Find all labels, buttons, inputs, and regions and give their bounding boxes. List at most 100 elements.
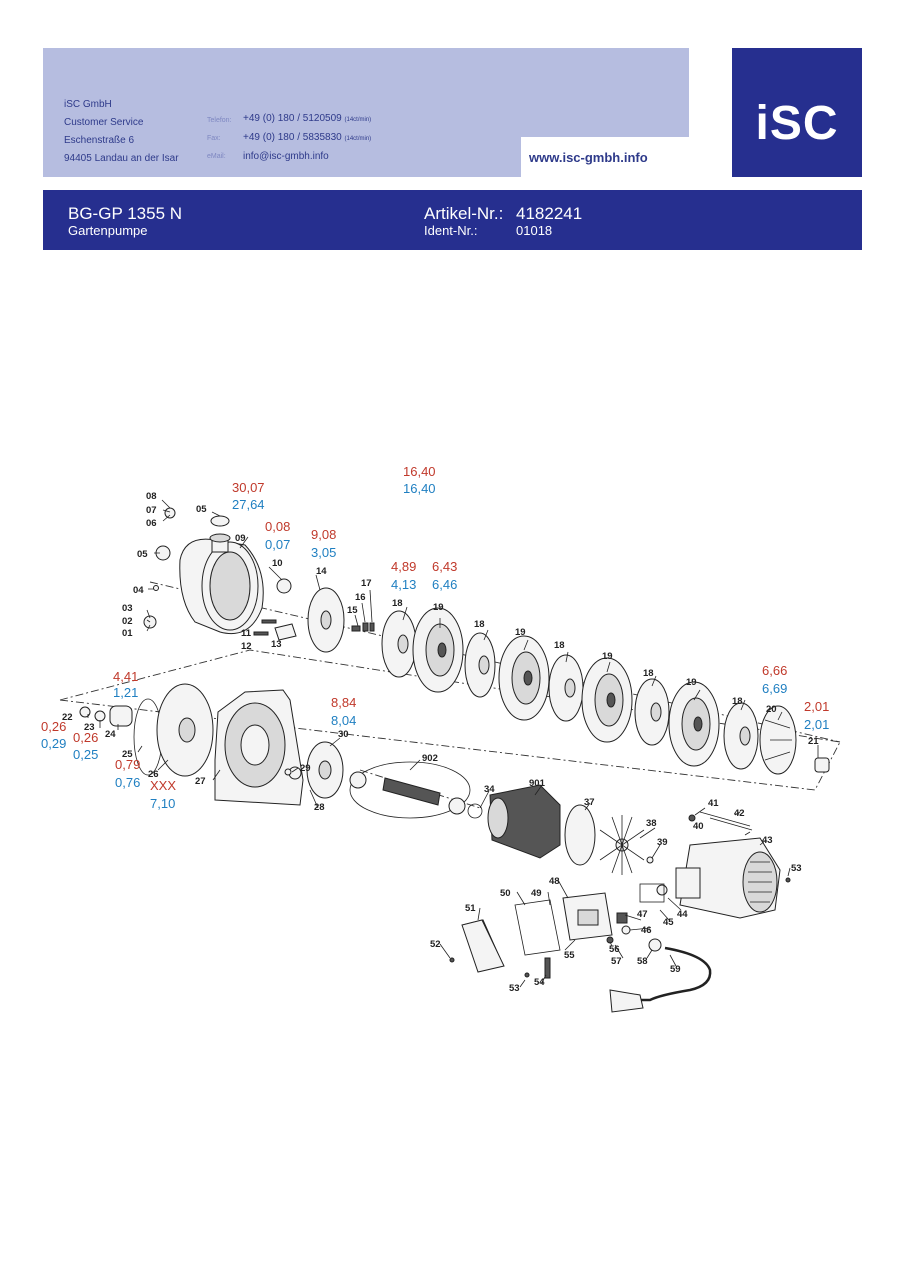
- screw-56: [606, 936, 614, 944]
- part-label-08: 08: [146, 491, 157, 502]
- article-label: Artikel-Nr.:: [424, 204, 504, 223]
- part-label-50: 50: [500, 888, 511, 899]
- part-label-57: 57: [611, 956, 622, 967]
- part-label-22: 22: [62, 712, 73, 723]
- price-red-20: 6,66: [762, 663, 787, 678]
- part-label-15: 15: [347, 605, 358, 616]
- price-blue-16: 16,40: [403, 481, 436, 496]
- product-description: Gartenpumpe: [68, 223, 148, 238]
- rotor-902: [382, 777, 441, 806]
- washer-23: [94, 710, 106, 722]
- phone-number[interactable]: +49 (0) 180 / 5120509: [243, 113, 342, 124]
- price-red-21: 2,01: [804, 699, 829, 714]
- email-address[interactable]: info@isc-gmbh.info: [243, 151, 329, 162]
- contact-panel: iSC GmbH Customer Service Eschenstraße 6…: [43, 48, 689, 177]
- city: 94405 Landau an der Isar: [64, 153, 179, 164]
- part-label-902: 902: [422, 753, 438, 764]
- part-label-59: 59: [670, 964, 681, 975]
- part-label-56: 56: [609, 944, 620, 955]
- price-blue-25: 0,76: [115, 775, 140, 790]
- price-red-10: 0,08: [265, 519, 290, 534]
- service-label: Customer Service: [64, 117, 144, 128]
- part-label-55: 55: [564, 950, 575, 961]
- website-link[interactable]: www.isc-gmbh.info: [529, 150, 648, 165]
- price-blue-24: 1,21: [113, 685, 138, 700]
- screw-part: [153, 585, 159, 591]
- tie-rod-41: [699, 811, 751, 827]
- price-blue-18: 4,13: [391, 577, 416, 592]
- price-blue-21: 2,01: [804, 717, 829, 732]
- part-label-34: 34: [484, 784, 495, 795]
- part-label-42: 42: [734, 808, 745, 819]
- article-number: 4182241: [516, 204, 583, 223]
- washer-16: [362, 622, 369, 632]
- plug-59: [609, 989, 644, 1013]
- price-red-26: XXX: [150, 778, 176, 793]
- stage-disks: [381, 607, 759, 770]
- price-blue-14: 3,05: [311, 545, 336, 560]
- part-label-30: 30: [338, 729, 349, 740]
- bearing-front: [349, 771, 367, 789]
- part-label-27: 27: [195, 776, 206, 787]
- price-red-16: 16,40: [403, 464, 436, 479]
- website-box: www.isc-gmbh.info: [521, 137, 689, 177]
- assembly-axis-frame: [59, 649, 841, 791]
- part-label-14: 14: [316, 566, 327, 577]
- part-label-02: 02: [122, 616, 133, 627]
- price-blue-23: 0,25: [73, 747, 98, 762]
- bearing-rear: [448, 797, 466, 815]
- part-label-38: 38: [646, 818, 657, 829]
- rotor-outline: [349, 761, 471, 819]
- part-label-58: 58: [637, 956, 648, 967]
- part-label-25: 25: [122, 749, 133, 760]
- part-label-11: 11: [241, 628, 252, 639]
- part-label-23: 23: [84, 722, 95, 733]
- part-label-19d: 19: [686, 677, 697, 688]
- part-label-52: 52: [430, 939, 441, 950]
- assembly-axis-lower: [359, 769, 481, 809]
- company-address: iSC GmbH Customer Service Eschenstraße 6…: [64, 96, 179, 168]
- part-label-06: 06: [146, 518, 157, 529]
- seal-ring: [276, 578, 292, 594]
- o-ring-22: [79, 706, 91, 718]
- screw-53b: [524, 972, 530, 978]
- o-ring-29: [284, 768, 292, 776]
- part-label-19a: 19: [433, 602, 444, 613]
- adapter-24: [109, 705, 133, 727]
- contact-values: +49 (0) 180 / 5120509 (14ct/min) +49 (0)…: [243, 110, 371, 166]
- gland-58: [648, 938, 662, 952]
- price-blue-22: 0,29: [41, 736, 66, 751]
- part-label-04: 04: [133, 585, 144, 596]
- price-blue-19: 6,46: [432, 577, 457, 592]
- stator-901: [489, 784, 561, 859]
- part-label-18a: 18: [392, 598, 403, 609]
- part-label-17: 17: [361, 578, 372, 589]
- clamp-54: [544, 957, 551, 979]
- washer-40: [688, 814, 696, 822]
- fax-number: +49 (0) 180 / 5835830: [243, 132, 342, 143]
- pump-housing: [179, 533, 264, 634]
- price-red-22: 0,26: [41, 719, 66, 734]
- price-red-30: 8,84: [331, 695, 356, 710]
- price-blue-10: 0,07: [265, 537, 290, 552]
- spring-15: [351, 625, 361, 632]
- product-title-bar: BG-GP 1355 N Gartenpumpe Artikel-Nr.: 41…: [43, 190, 862, 250]
- bushing-21: [814, 757, 830, 773]
- part-label-43: 43: [762, 835, 773, 846]
- screw-52: [449, 957, 455, 963]
- price-red-18: 4,89: [391, 559, 416, 574]
- phone-rate: (14ct/min): [344, 117, 372, 123]
- gasket-50: [514, 899, 561, 956]
- part-label-05a: 05: [196, 504, 207, 515]
- part-label-05b: 05: [137, 549, 148, 560]
- fax-label: Fax:: [207, 135, 221, 142]
- part-label-16: 16: [355, 592, 366, 603]
- gasket-45: [639, 883, 665, 903]
- price-red-19: 6,43: [432, 559, 457, 574]
- part-label-40: 40: [693, 821, 704, 832]
- ident-label: Ident-Nr.:: [424, 223, 478, 238]
- part-label-03: 03: [122, 603, 133, 614]
- part-label-20: 20: [766, 704, 777, 715]
- part-label-45: 45: [663, 917, 674, 928]
- plug-part: [164, 507, 176, 519]
